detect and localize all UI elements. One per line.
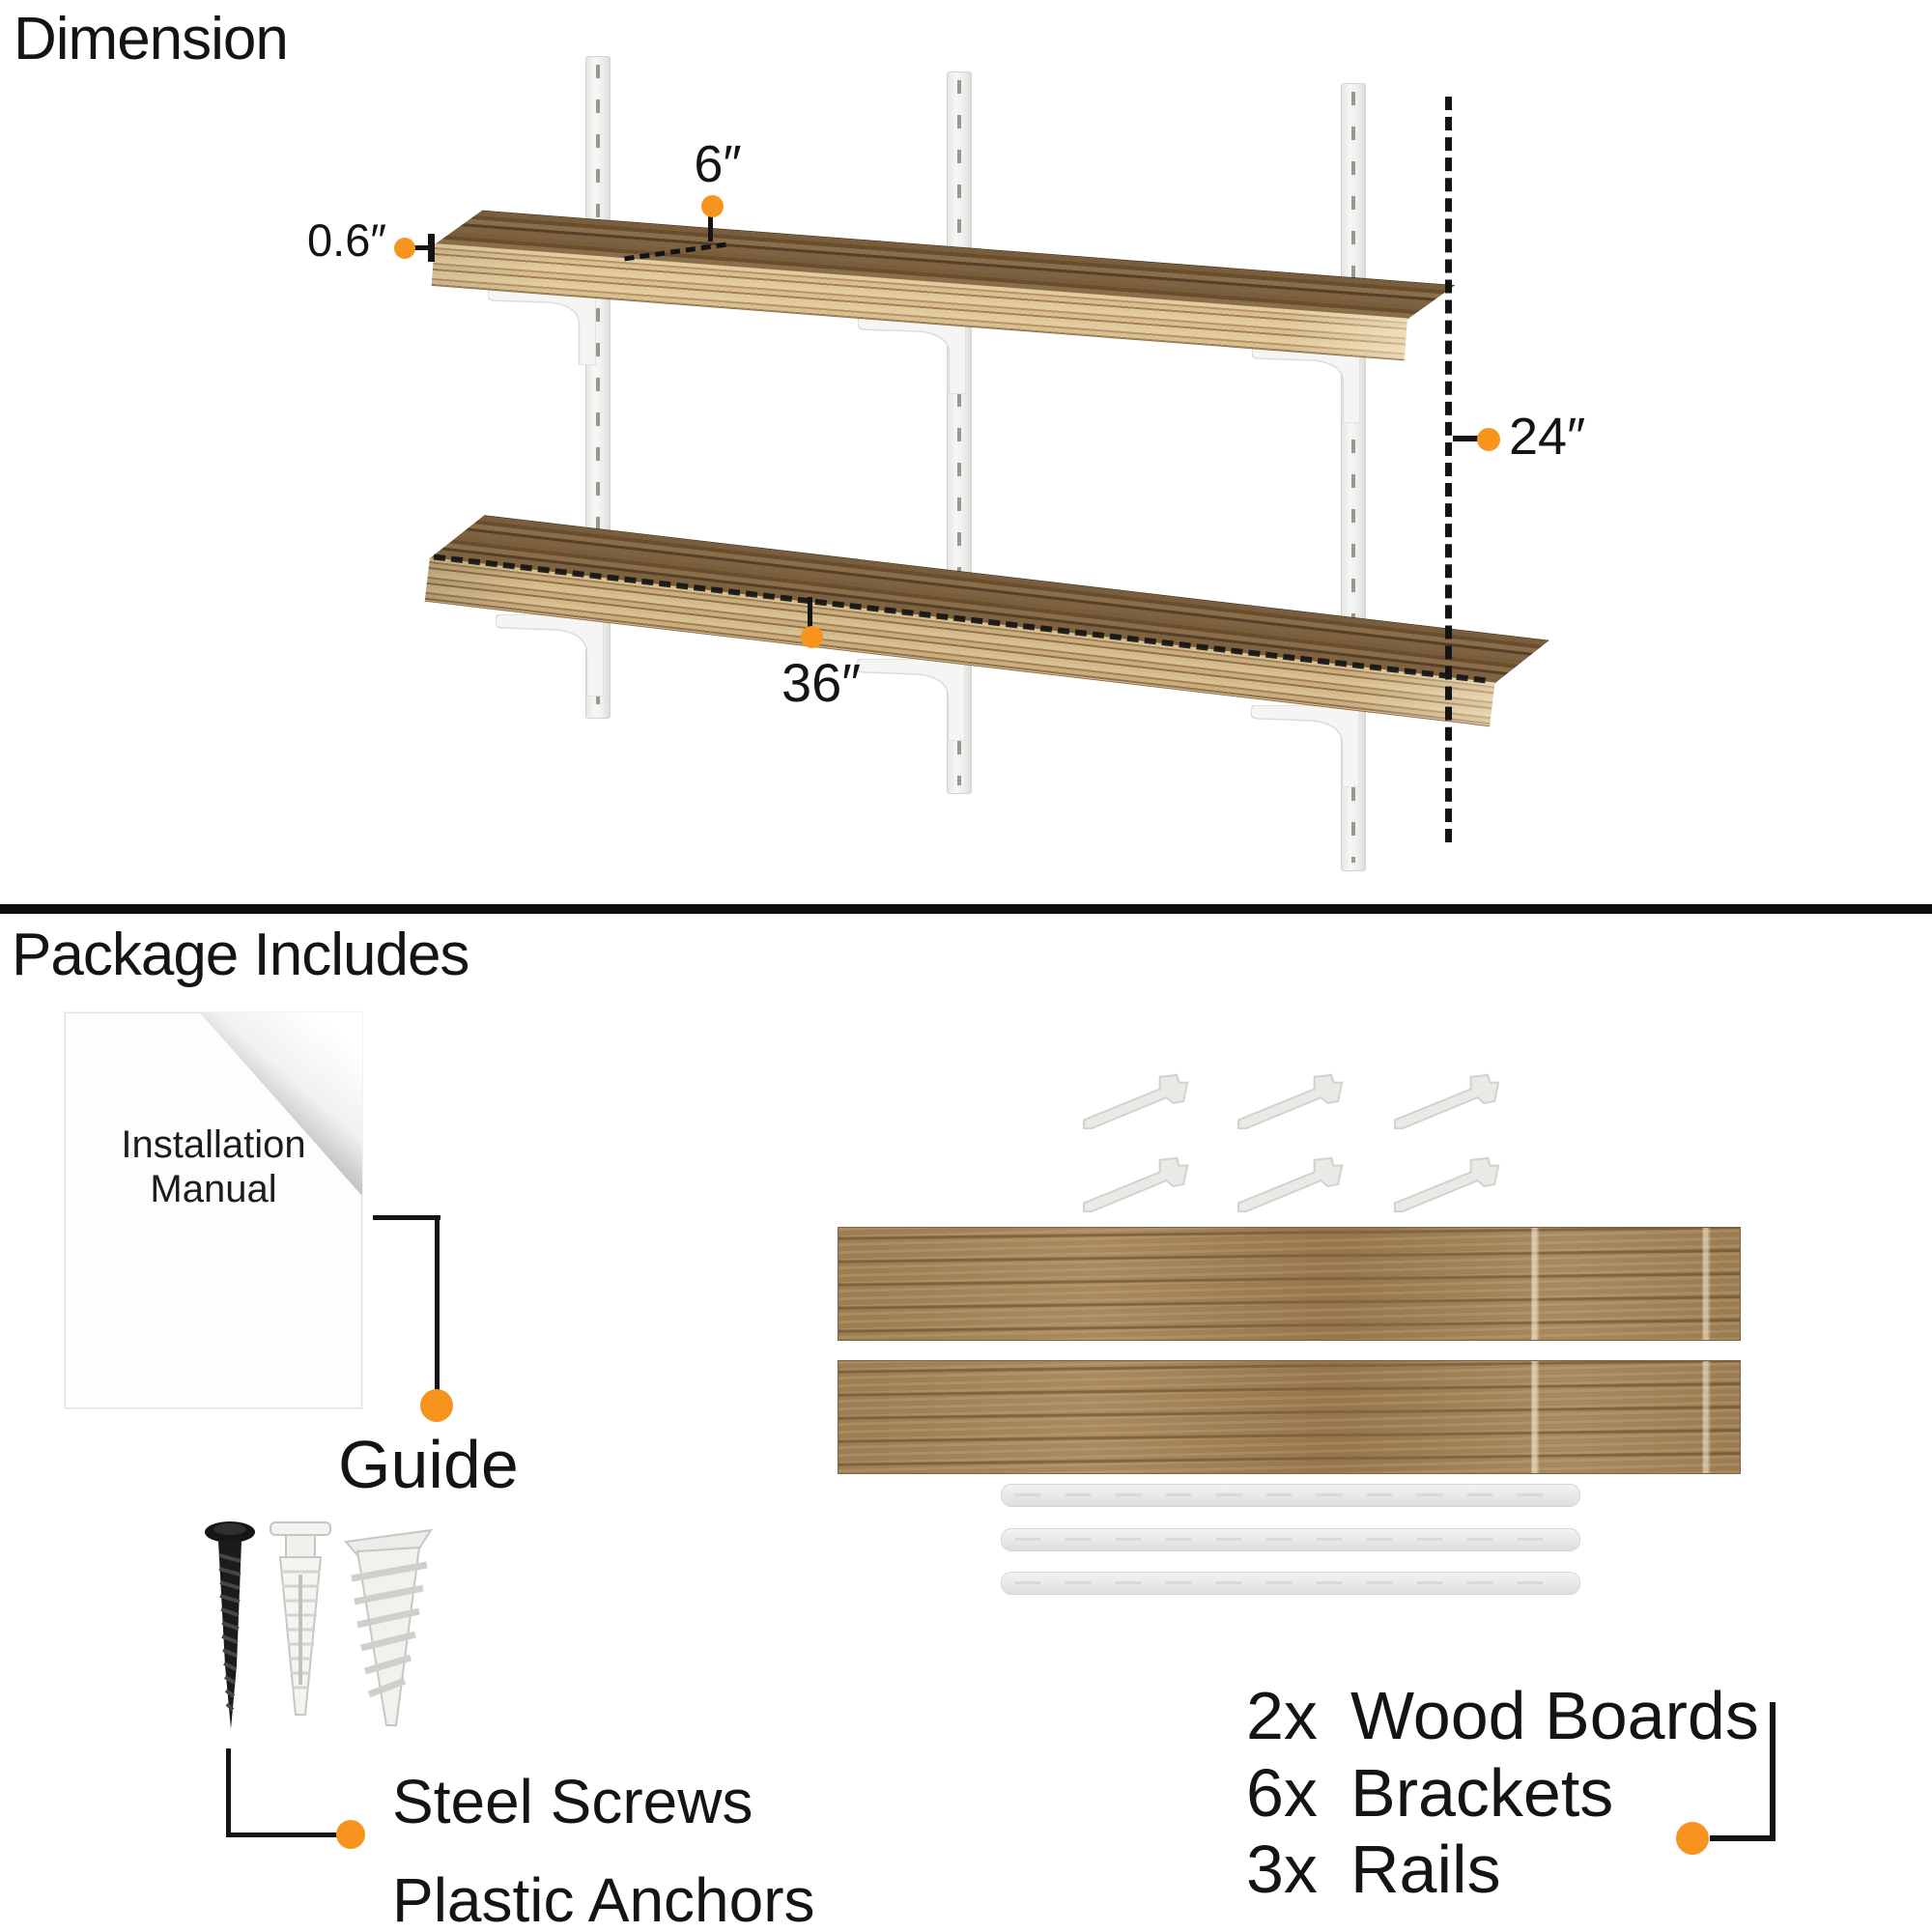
package-rail [1001, 1572, 1580, 1595]
manual-text-line2: Manual [150, 1168, 277, 1210]
thickness-marker-dot-icon [394, 238, 415, 259]
shelf-bracket-icon [496, 614, 604, 696]
dimension-section-title: Dimension [14, 6, 289, 72]
contents-qty: 2x [1246, 1678, 1318, 1753]
package-bracket-icon [1082, 1153, 1196, 1217]
contents-qty: 3x [1246, 1832, 1318, 1907]
contents-connector-vertical [1770, 1702, 1776, 1841]
contents-item: Wood Boards [1350, 1678, 1759, 1753]
fasteners-illustration [205, 1521, 434, 1729]
package-wood-board [838, 1360, 1741, 1474]
shelf-bracket-icon [1251, 705, 1359, 787]
thickness-dimension-label: 0.6″ [307, 214, 386, 266]
contents-qty: 6x [1246, 1754, 1318, 1831]
shelf-bracket-icon [858, 317, 966, 394]
guide-marker-dot-icon [420, 1389, 453, 1422]
contents-row-boards: 2x Wood Boards [1246, 1678, 1759, 1753]
contents-row-rails: 3x Rails [1246, 1832, 1759, 1907]
depth-marker-dot-icon [701, 195, 724, 217]
fasteners-label-line1: Steel Screws [392, 1767, 753, 1836]
shelf-bracket-icon [1252, 346, 1360, 423]
shelf-bracket-icon [488, 288, 596, 365]
package-wood-board [838, 1227, 1741, 1341]
guide-connector-vertical [435, 1215, 440, 1393]
package-bracket-icon [1236, 1070, 1350, 1134]
contents-item: Rails [1350, 1832, 1501, 1907]
width-pointer-line [808, 597, 812, 630]
fasteners-marker-dot-icon [336, 1820, 365, 1849]
package-bracket-icon [1393, 1153, 1507, 1217]
package-section-title: Package Includes [12, 922, 469, 988]
contents-row-brackets: 6x Brackets [1246, 1754, 1759, 1831]
installation-manual: Installation Manual [65, 1012, 362, 1408]
section-divider [0, 904, 1932, 914]
fasteners-label-line2: Plastic Anchors [392, 1865, 815, 1932]
package-rail [1001, 1528, 1580, 1551]
package-bracket-icon [1082, 1070, 1196, 1134]
depth-pointer-line [708, 214, 713, 242]
width-marker-dot-icon [801, 626, 823, 648]
thickness-end-cap [428, 234, 435, 262]
contents-marker-dot-icon [1676, 1822, 1709, 1855]
guide-label: Guide [338, 1427, 519, 1502]
package-bracket-icon [1393, 1070, 1507, 1134]
thickness-pointer-line [412, 245, 432, 250]
screw-icon [205, 1521, 255, 1729]
depth-dimension-label: 6″ [694, 135, 742, 193]
fasteners-connector-vertical [226, 1748, 231, 1837]
height-tick-line [1453, 436, 1482, 441]
package-bracket-icon [1236, 1153, 1350, 1217]
guide-connector-horizontal [373, 1215, 440, 1220]
package-contents-list: 2x Wood Boards 6x Brackets 3x Rails [1246, 1678, 1759, 1907]
fasteners-connector-horizontal [226, 1833, 340, 1837]
contents-item: Brackets [1350, 1754, 1614, 1831]
contents-connector-horizontal [1710, 1835, 1774, 1841]
shelf-bracket-icon [857, 659, 965, 741]
package-rail [1001, 1484, 1580, 1507]
height-marker-dot-icon [1477, 428, 1500, 451]
width-dimension-label: 36″ [781, 652, 862, 713]
plastic-anchor-icon [270, 1521, 331, 1716]
height-dimension-label: 24″ [1509, 408, 1586, 466]
drywall-anchor-icon [344, 1528, 434, 1726]
manual-text-line1: Installation [121, 1123, 306, 1166]
height-measure-dashed-line [1445, 97, 1452, 842]
